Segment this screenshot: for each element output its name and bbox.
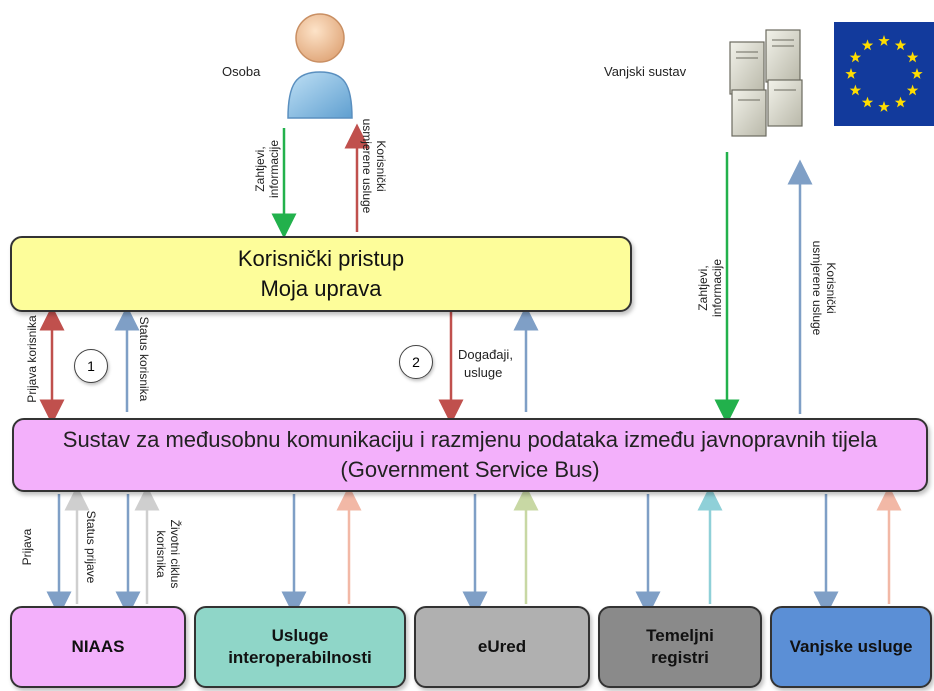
person-icon (287, 13, 353, 119)
eu-star (845, 68, 857, 79)
eu-star (894, 96, 907, 108)
niaas-login-label: Prijava (20, 528, 34, 566)
portal-title: Korisnički pristup (237, 246, 405, 271)
eu-star (878, 35, 890, 46)
eu-star (894, 39, 907, 51)
external-system-label: Vanjski sustav (604, 64, 687, 79)
bus-subtitle: (Government Service Bus) (340, 457, 600, 482)
user-portal-box: Korisnički pristup Moja uprava (10, 236, 632, 312)
niaas-status-label: Status prijave (84, 510, 98, 584)
person-requests-label: Zahtjevi,informacije (253, 139, 281, 199)
eu-star (906, 51, 919, 63)
bus-title: Sustav za međusobnu komunikaciju i razmj… (62, 427, 878, 452)
user-status-label: Status korisnika (137, 316, 151, 402)
eu-star (861, 39, 874, 51)
person-label: Osoba (222, 64, 261, 79)
eu-star (878, 101, 890, 112)
eu-flag-icon (834, 22, 934, 126)
eu-star (849, 84, 862, 96)
ext-requests-label: Zahtjevi,informacije (696, 258, 724, 318)
service-eured: eUred (414, 606, 590, 688)
eu-star (861, 96, 874, 108)
service-bus-box: Sustav za međusobnu komunikaciju i razmj… (12, 418, 928, 492)
service-niaas: NIAAS (10, 606, 186, 688)
step-1-marker: 1 (74, 349, 108, 383)
portal-subtitle: Moja uprava (260, 276, 382, 301)
service-external: Vanjske usluge (770, 606, 932, 688)
eu-star (906, 84, 919, 96)
login-label: Prijava korisnika (25, 315, 39, 403)
step-2-marker: 2 (399, 345, 433, 379)
events-label: Događaji,usluge (458, 347, 513, 380)
eu-star (849, 51, 862, 63)
eu-star (911, 68, 923, 79)
server-icon (729, 29, 803, 137)
